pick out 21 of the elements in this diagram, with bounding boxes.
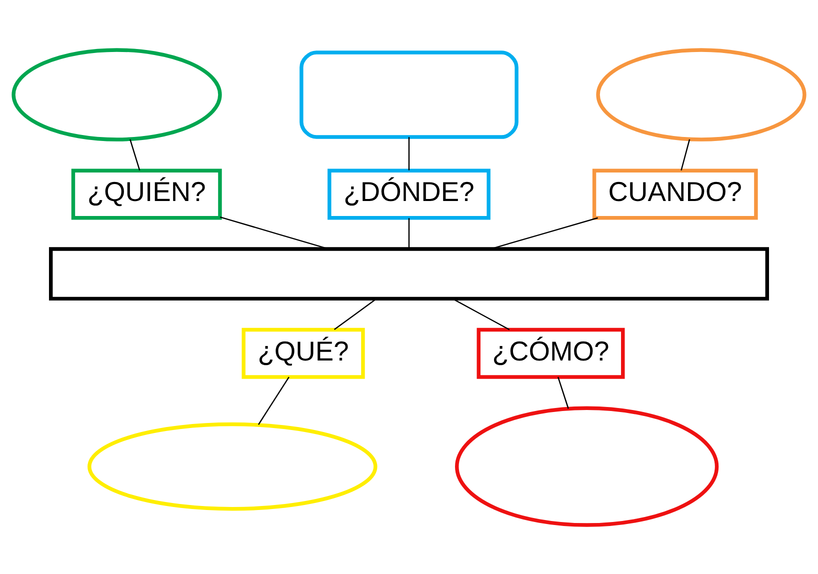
connector (408, 136, 410, 170)
node-box (300, 50, 518, 138)
connector (490, 216, 598, 249)
node-box: ¿DÓNDE? (328, 168, 490, 220)
connector (557, 376, 569, 408)
node-box: ¿QUÉ? (242, 327, 365, 378)
node-ellipse (88, 422, 378, 510)
node-box (48, 246, 770, 300)
connector (680, 138, 690, 170)
node-ellipse (12, 48, 222, 141)
node-box: ¿QUIÉN? (71, 168, 222, 220)
node-box: CUANDO? (592, 168, 758, 220)
node-ellipse (596, 48, 806, 141)
connector (408, 218, 410, 248)
node-box: ¿CÓMO? (476, 327, 625, 378)
node-ellipse (455, 406, 719, 526)
connector (220, 216, 328, 249)
connector (334, 298, 376, 330)
connector (130, 138, 140, 170)
connector (452, 298, 510, 330)
connector (258, 376, 290, 424)
